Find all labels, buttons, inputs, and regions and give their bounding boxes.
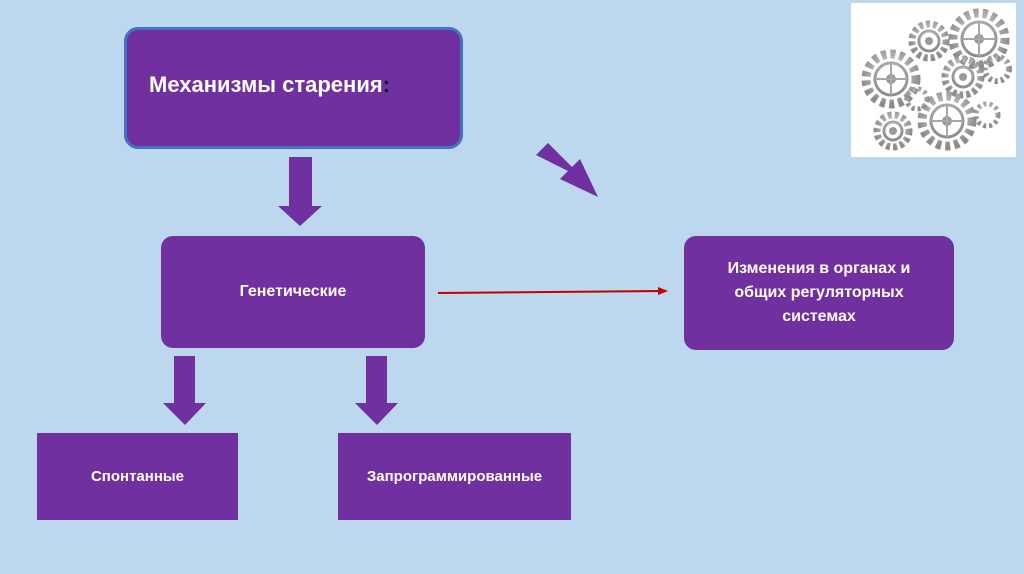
- programmed-label: Запрограммированные: [366, 468, 543, 485]
- arrow-title-to-genetic: [278, 157, 322, 226]
- title-colon: :: [382, 72, 391, 97]
- arrow-genetic-to-programmed: [355, 356, 398, 425]
- spontaneous-box: Спонтанные: [37, 433, 238, 520]
- gears-icon: [861, 8, 1012, 151]
- genetic-label: Генетические: [239, 283, 347, 300]
- genetic-box: Генетические: [161, 236, 425, 348]
- title-box: Механизмы старения:: [124, 27, 463, 149]
- changes-label: Изменения в органах и общих регуляторных…: [727, 260, 911, 325]
- diagram-title: Механизмы старения: [149, 72, 383, 97]
- arrow-diagonal: [536, 143, 598, 197]
- gears-image: [851, 3, 1016, 157]
- changes-box: Изменения в органах и общих регуляторных…: [684, 236, 954, 350]
- arrow-genetic-to-changes: [437, 290, 661, 294]
- arrow-genetic-to-spontaneous: [163, 356, 206, 425]
- spontaneous-label: Спонтанные: [90, 468, 185, 485]
- arrow-genetic-to-changes-head: [658, 287, 668, 295]
- programmed-box: Запрограммированные: [338, 433, 571, 520]
